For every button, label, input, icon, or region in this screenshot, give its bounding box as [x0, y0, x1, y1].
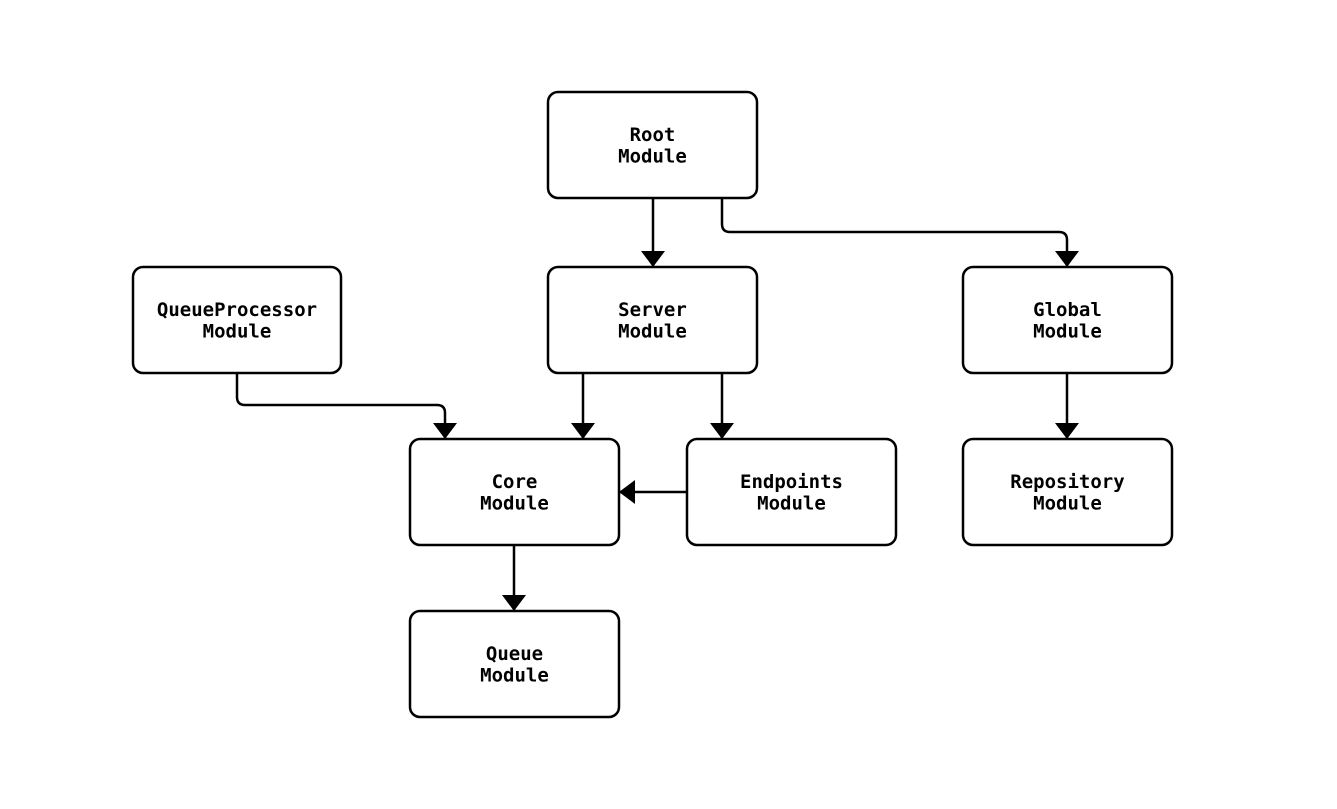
node-endpoints-module-label-line-1: Endpoints: [740, 471, 843, 493]
node-queueprocessor-module-label-line-2: Module: [203, 321, 272, 343]
node-queueprocessor-module-label-line-1: QueueProcessor: [157, 299, 317, 321]
node-core-module-label-line-2: Module: [480, 493, 549, 515]
node-server-module-label-line-1: Server: [618, 299, 687, 321]
node-repository-module-label-line-1: Repository: [1010, 471, 1124, 493]
node-root-module-label-line-1: Root: [630, 124, 676, 146]
node-global-module-label-line-1: Global: [1033, 299, 1102, 321]
node-root-module-label-line-2: Module: [618, 146, 687, 168]
node-server-module-label-line-2: Module: [618, 321, 687, 343]
node-endpoints-module-label-line-2: Module: [757, 493, 826, 515]
edge-queueprocessor-module-to-core-module: [235, 373, 457, 439]
node-core-module-label-line-1: Core: [492, 471, 538, 493]
edges-layer: [235, 198, 1079, 611]
node-queue-module-label-line-2: Module: [480, 665, 549, 687]
node-queue-module-label-line-1: Queue: [486, 643, 543, 665]
edge-root-module-to-global-module: [720, 198, 1079, 267]
node-repository-module-label-line-2: Module: [1033, 493, 1102, 515]
node-global-module-label-line-2: Module: [1033, 321, 1102, 343]
